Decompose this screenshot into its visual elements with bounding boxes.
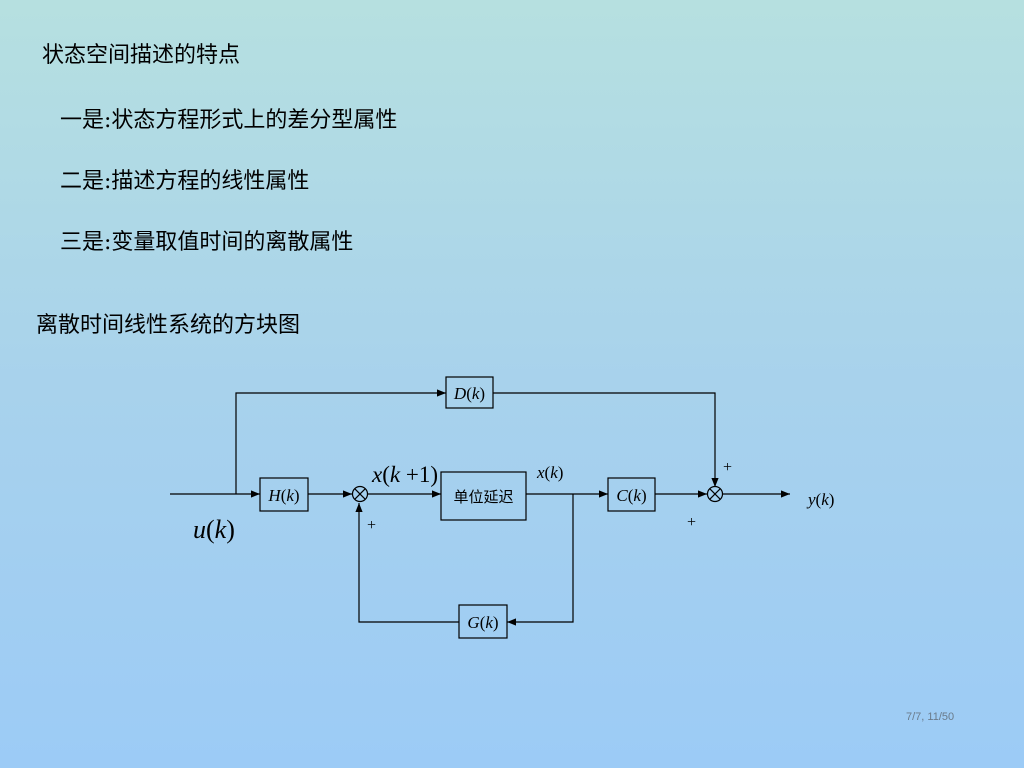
signal-input-label: u(k): [193, 515, 235, 544]
section-title-features: 状态空间描述的特点: [42, 43, 241, 68]
feature-point-3: 三是:变量取值时间的离散属性: [60, 230, 354, 255]
section-title-block-diagram: 离散时间线性系统的方块图: [36, 313, 301, 338]
block-unit-delay: [440, 471, 527, 521]
feature-point-1: 一是:状态方程形式上的差分型属性: [60, 108, 398, 133]
block-g-label: G(k): [467, 613, 498, 632]
block-unit-delay-label: 单位延迟: [453, 488, 513, 506]
block-h-label: H(k): [267, 486, 299, 505]
feedforward-line: [235, 389, 446, 494]
summing-junction-2: [706, 485, 724, 503]
g-output-line: [355, 503, 459, 623]
sum1-plus-sign: +: [367, 517, 376, 534]
d-output-line: [493, 392, 719, 487]
sum2-top-plus-sign: +: [723, 459, 732, 476]
block-d-label: D(k): [453, 384, 485, 403]
summing-junction-1: [351, 485, 369, 503]
signal-output-label: y(k): [806, 490, 834, 509]
block-c: [607, 477, 656, 512]
block-c-label: C(k): [616, 486, 646, 505]
slide-page-number: 7/7, 11/50: [906, 711, 955, 723]
sum2-bottom-plus-sign: +: [687, 514, 696, 531]
feature-point-2: 二是:描述方程的线性属性: [60, 169, 310, 194]
signal-state-label: x(k): [536, 463, 563, 482]
signal-next-state-label: x(k +1): [371, 462, 438, 487]
block-d: [445, 376, 494, 409]
feedback-to-g-line: [507, 494, 574, 626]
block-g: [458, 604, 508, 639]
block-h: [259, 477, 309, 512]
